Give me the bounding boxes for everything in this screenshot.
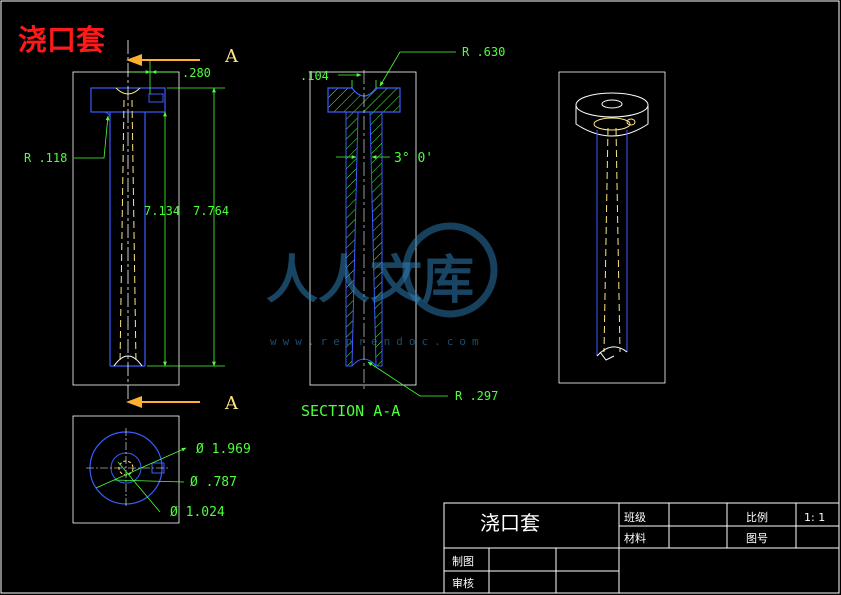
section-view: .104 R .630 3° 0' R .297 SECTION A-A (300, 45, 505, 420)
dim-7764: 7.764 (193, 204, 229, 218)
top-view: Ø 1.969 Ø .787 Ø 1.024 (72, 415, 251, 524)
tb-material-label: 材料 (624, 531, 646, 545)
dim-280: .280 (182, 66, 211, 80)
dim-r118: R .118 (24, 151, 67, 165)
dim-r630: R .630 (462, 45, 505, 59)
dim-7134: 7.134 (144, 204, 180, 218)
tb-scale-value: 1: 1 (804, 511, 825, 524)
iso-view-frame (558, 71, 666, 384)
tb-part-name: 浇口套 (480, 511, 540, 535)
front-key-slot (148, 93, 164, 103)
dim-dia3: Ø 1.024 (170, 505, 225, 520)
tb-class-label: 班级 (624, 511, 646, 524)
title-block (443, 502, 840, 594)
section-view-frame (309, 71, 417, 386)
section-arrow-top: A (126, 46, 239, 67)
top-view-frame (72, 415, 180, 524)
dim-dia2: Ø .787 (190, 475, 237, 490)
section-label: SECTION A-A (301, 402, 400, 420)
tb-drawn-label: 制图 (452, 555, 474, 568)
dim-r297: R .297 (455, 389, 498, 403)
section-mark-top: A (224, 46, 239, 67)
iso-view (558, 71, 666, 384)
drawing-title: 浇口套 (18, 23, 105, 57)
watermark-text: 人人文库 (266, 251, 474, 311)
dim-104: .104 (300, 69, 329, 83)
tb-drawing-no-label: 图号 (746, 532, 768, 545)
dim-angle: 3° 0' (394, 151, 433, 166)
watermark-url: www.renrendoc.com (270, 335, 485, 348)
watermark: 人人文库 www.renrendoc.com (266, 222, 498, 348)
section-mark-bottom: A (224, 393, 239, 414)
front-view: .280 R .118 7.134 7.764 (24, 40, 229, 400)
section-arrow-bottom: A (126, 393, 239, 414)
tb-review-label: 审核 (452, 576, 474, 590)
front-view-frame (72, 71, 180, 386)
dim-dia1: Ø 1.969 (196, 442, 251, 457)
tb-scale-label: 比例 (746, 510, 768, 524)
